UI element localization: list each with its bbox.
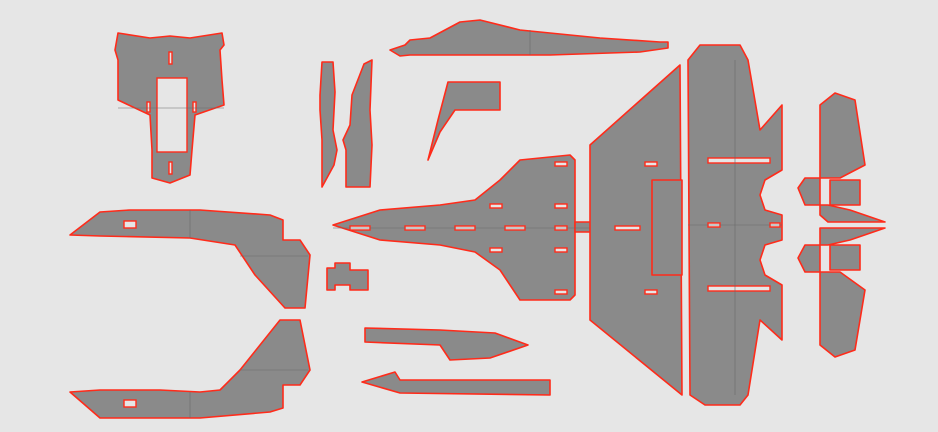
bottom-spine-part[interactable] — [361, 371, 551, 396]
vertical-strut-left[interactable] — [319, 61, 338, 188]
main-wing-part[interactable] — [687, 44, 783, 406]
delta-wing-part[interactable] — [332, 154, 601, 301]
small-block-part[interactable] — [326, 262, 369, 291]
spine-top-part[interactable] — [389, 19, 669, 57]
tail-fin-top-part[interactable] — [797, 92, 886, 223]
left-arm-bottom-part[interactable] — [69, 319, 311, 419]
fuselage-top-part[interactable] — [114, 32, 225, 184]
bent-bracket-part[interactable] — [427, 81, 501, 161]
left-arm-top-part[interactable] — [69, 209, 311, 309]
vertical-strut-right[interactable] — [342, 59, 373, 188]
lower-strip-part[interactable] — [364, 327, 529, 361]
tail-fin-bottom-part[interactable] — [797, 227, 886, 358]
trapezoid-panel-part[interactable] — [589, 64, 683, 396]
